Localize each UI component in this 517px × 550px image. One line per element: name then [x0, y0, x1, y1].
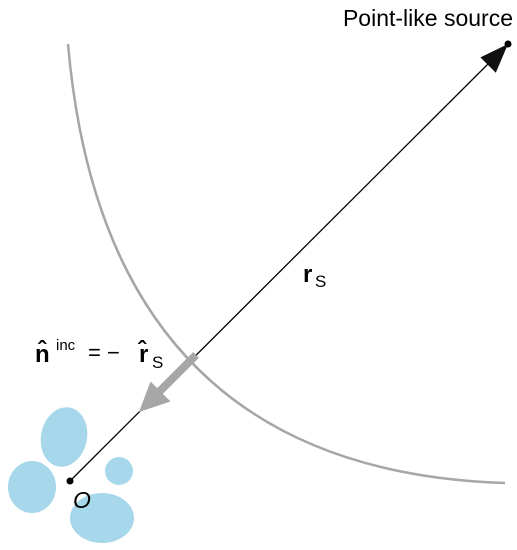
incident-direction-label: n̂ inc = − r̂ S: [35, 337, 163, 372]
incident-direction-shaft: [153, 352, 199, 398]
origin-point: [66, 477, 74, 485]
source-label: Point-like source: [343, 5, 513, 31]
scatterer-blob-top: [40, 407, 88, 467]
n-hat-symbol: n̂: [35, 340, 50, 368]
incident-direction-arrowhead: [139, 381, 171, 412]
scatterer-blob-left: [8, 461, 56, 513]
r-subscript: S: [315, 272, 326, 291]
r-hat-symbol: r̂: [137, 340, 148, 368]
position-vector-line: [69, 59, 493, 482]
origin-label: O: [73, 487, 91, 513]
position-vector-arrowhead: [480, 44, 508, 73]
position-vector-label: r S: [303, 261, 326, 291]
scatterer-group: [8, 407, 134, 543]
wavefront-arc: [66, 43, 506, 485]
source-point: [504, 40, 512, 48]
scatterer-blob-small: [105, 457, 133, 485]
r-hat-subscript: S: [152, 353, 163, 372]
equals-minus: = −: [88, 340, 120, 365]
n-superscript: inc: [56, 337, 76, 354]
r-symbol: r: [303, 261, 312, 288]
scatterer-blob-bottom: [70, 493, 134, 543]
